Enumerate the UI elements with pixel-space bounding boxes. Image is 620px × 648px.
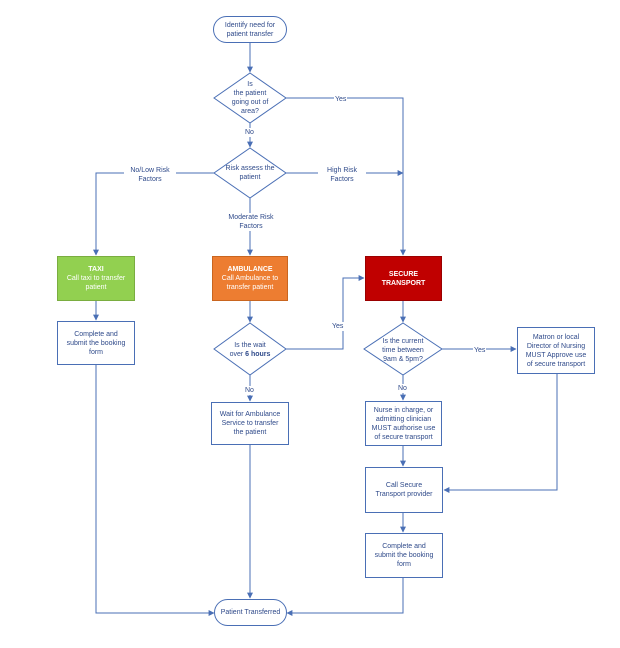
taxi-booking-form-box: Complete and submit the booking form: [57, 321, 135, 365]
nurse-line-1: Nurse in charge, or: [373, 406, 434, 414]
call-secure-line-2: Transport provider: [375, 491, 433, 498]
wait-q-hours: 6 hours: [245, 351, 271, 358]
risk-line-1: Risk assess the: [225, 165, 275, 172]
start-line-2: patient transfer: [226, 30, 274, 38]
taxi-line-2: patient: [85, 284, 107, 291]
wait-q-line-1: Is the wait: [234, 342, 266, 349]
secure-form-line-3: form: [397, 561, 411, 568]
q1-line-1: Is: [247, 81, 253, 88]
nurse-line-3: MUST authorise use: [371, 424, 436, 432]
start-line-1: Identify need for: [224, 21, 276, 29]
wait-amb-line-3: the patient: [233, 429, 267, 436]
secure-form-line-2: submit the booking: [374, 552, 434, 559]
taxi-form-line-2: submit the booking: [66, 339, 126, 347]
nurse-line-2: admitting clinician: [375, 415, 432, 423]
secure-booking-form-box: Complete and submit the booking form: [365, 533, 443, 578]
taxi-title: TAXI: [88, 266, 104, 273]
moderate-risk-line-2: Factors: [239, 223, 263, 230]
ambulance-line-1: Call Ambulance to: [221, 275, 279, 282]
label-wait-yes: Yes: [331, 322, 345, 331]
label-low-risk: No/Low Risk Factors: [124, 166, 176, 184]
start-terminator: Identify need for patient transfer: [213, 16, 287, 43]
secure-form-line-1: Complete and: [382, 543, 426, 550]
matron-line-2: Director of Nursing: [526, 342, 586, 350]
end-terminator: Patient Transferred: [214, 599, 287, 626]
secure-title: SECURE: [388, 270, 419, 278]
q1-line-4: area?: [241, 108, 259, 115]
wait-q-line-2: over 6 hours: [230, 350, 271, 359]
call-secure-line-1: Call Secure: [385, 482, 423, 489]
taxi-line-1: Call taxi to transfer: [66, 275, 126, 282]
matron-line-3: MUST Approve use: [525, 351, 587, 359]
high-risk-line-1: High Risk: [327, 167, 357, 174]
nurse-authorise-box: Nurse in charge, or admitting clinician …: [365, 401, 442, 446]
nurse-line-4: of secure transport: [374, 433, 433, 441]
decision-time: Is the current time between 9am & 5pm?: [364, 335, 442, 365]
label-time-no: No: [397, 384, 408, 393]
label-moderate-risk: Moderate Risk Factors: [220, 213, 282, 231]
matron-line-1: Matron or local: [532, 333, 580, 341]
decision-wait: Is the wait over 6 hours: [214, 339, 286, 361]
ambulance-line-2: transfer patient: [226, 284, 274, 291]
label-out-of-area-no: No: [244, 128, 255, 137]
connector-taxi-form-to-end: [95, 365, 215, 616]
connector-wait-yes: [286, 275, 365, 350]
call-secure-transport-box: Call Secure Transport provider: [365, 467, 443, 513]
label-high-risk: High Risk Factors: [318, 166, 366, 184]
wait-amb-line-2: Service to transfer: [221, 420, 279, 427]
ambulance-box: AMBULANCE Call Ambulance to transfer pat…: [212, 256, 288, 301]
q1-line-2: the patient: [233, 90, 267, 97]
time-line-3: 9am & 5pm?: [383, 355, 423, 363]
moderate-risk-line-1: Moderate Risk: [228, 214, 274, 221]
time-line-2: time between: [382, 346, 424, 354]
connector-q1-yes: [286, 97, 406, 256]
decision-out-of-area: Is the patient going out of area?: [214, 79, 286, 117]
secure-line-1: TRANSPORT: [381, 279, 426, 287]
secure-transport-box: SECURE TRANSPORT: [365, 256, 442, 301]
connector-secure-form-to-end: [286, 578, 404, 616]
high-risk-line-2: Factors: [330, 176, 354, 183]
matron-approval-box: Matron or local Director of Nursing MUST…: [517, 327, 595, 374]
wait-amb-line-1: Wait for Ambulance: [219, 411, 281, 418]
connector-risk-low: [93, 172, 214, 256]
wait-q-over: over: [229, 351, 246, 358]
end-line-1: Patient Transferred: [220, 609, 281, 616]
decision-risk: Risk assess the patient: [214, 162, 286, 184]
low-risk-line-2: Factors: [138, 176, 162, 183]
label-time-yes: Yes: [473, 346, 487, 355]
low-risk-line-1: No/Low Risk: [130, 167, 170, 174]
label-out-of-area-yes: Yes: [334, 95, 348, 104]
connector-matron-to-call: [443, 374, 558, 493]
q1-line-3: going out of: [231, 99, 269, 106]
risk-line-2: patient: [239, 174, 261, 181]
label-wait-no: No: [244, 386, 255, 395]
time-line-1: Is the current: [382, 337, 424, 345]
ambulance-title: AMBULANCE: [227, 266, 273, 273]
taxi-box: TAXI Call taxi to transfer patient: [57, 256, 135, 301]
matron-line-4: of secure transport: [526, 360, 586, 368]
taxi-form-line-1: Complete and: [74, 330, 118, 338]
taxi-form-line-3: form: [89, 348, 103, 356]
wait-for-ambulance-box: Wait for Ambulance Service to transfer t…: [211, 402, 289, 445]
